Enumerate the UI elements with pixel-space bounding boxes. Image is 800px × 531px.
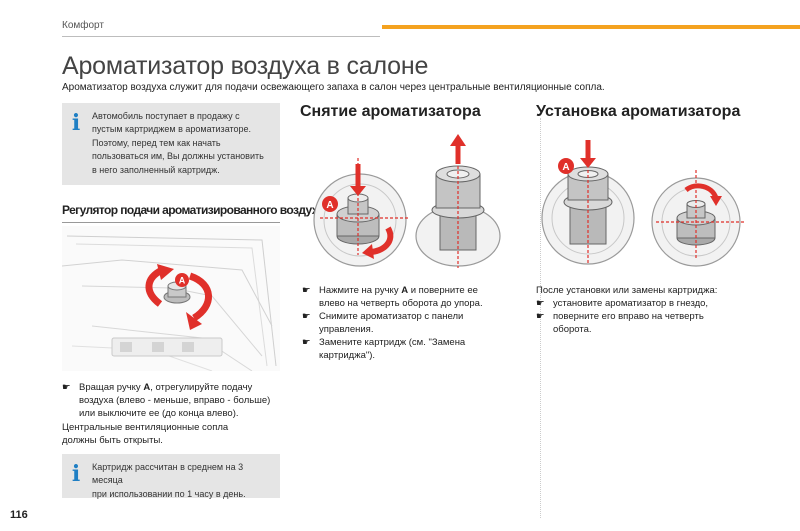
regulator-heading-rule: [62, 222, 280, 223]
hand-pointer-icon: ☛: [536, 311, 545, 322]
info-icon: i: [71, 461, 81, 487]
vents-note: Центральные вентиляционные сопла должны …: [62, 422, 229, 446]
header-accent-bar: [382, 25, 800, 29]
install-steps: ☛установите ароматизатор в гнездо, ☛пове…: [536, 297, 776, 336]
list-item: ☛установите ароматизатор в гнездо,: [536, 298, 709, 309]
page-number: 116: [10, 509, 28, 521]
info-text: Картридж рассчитан в среднем на 3 месяца…: [92, 462, 246, 499]
hand-pointer-icon: ☛: [302, 337, 311, 348]
hand-pointer-icon: ☛: [536, 298, 545, 309]
marker-a: A: [562, 162, 569, 173]
page-subtitle: Ароматизатор воздуха служит для подачи о…: [62, 82, 605, 93]
marker-a: A: [179, 276, 186, 286]
hand-pointer-icon: ☛: [62, 382, 71, 393]
hand-pointer-icon: ☛: [302, 285, 311, 296]
install-intro: После установки или замены картриджа:: [536, 285, 718, 296]
install-heading: Установка ароматизатора: [536, 103, 741, 120]
marker-a: A: [326, 200, 333, 211]
info-text: Автомобиль поступает в продажу с пустым …: [92, 111, 264, 175]
column-divider: [540, 118, 541, 518]
install-illustration: A: [536, 130, 752, 270]
section-label: Комфорт: [62, 20, 104, 31]
header-rule: [62, 36, 380, 37]
dashboard-illustration: A: [62, 226, 280, 371]
page-title: Ароматизатор воздуха в салоне: [62, 52, 429, 80]
regulator-heading: Регулятор подачи ароматизированного возд…: [62, 203, 324, 217]
removal-heading: Снятие ароматизатора: [300, 103, 481, 120]
removal-illustration: A: [300, 130, 510, 270]
info-icon: i: [71, 110, 81, 136]
info-box-initial-cartridge: i Автомобиль поступает в продажу с пусты…: [62, 103, 280, 185]
hand-pointer-icon: ☛: [302, 311, 311, 322]
info-box-cartridge-life: i Картридж рассчитан в среднем на 3 меся…: [62, 454, 280, 499]
